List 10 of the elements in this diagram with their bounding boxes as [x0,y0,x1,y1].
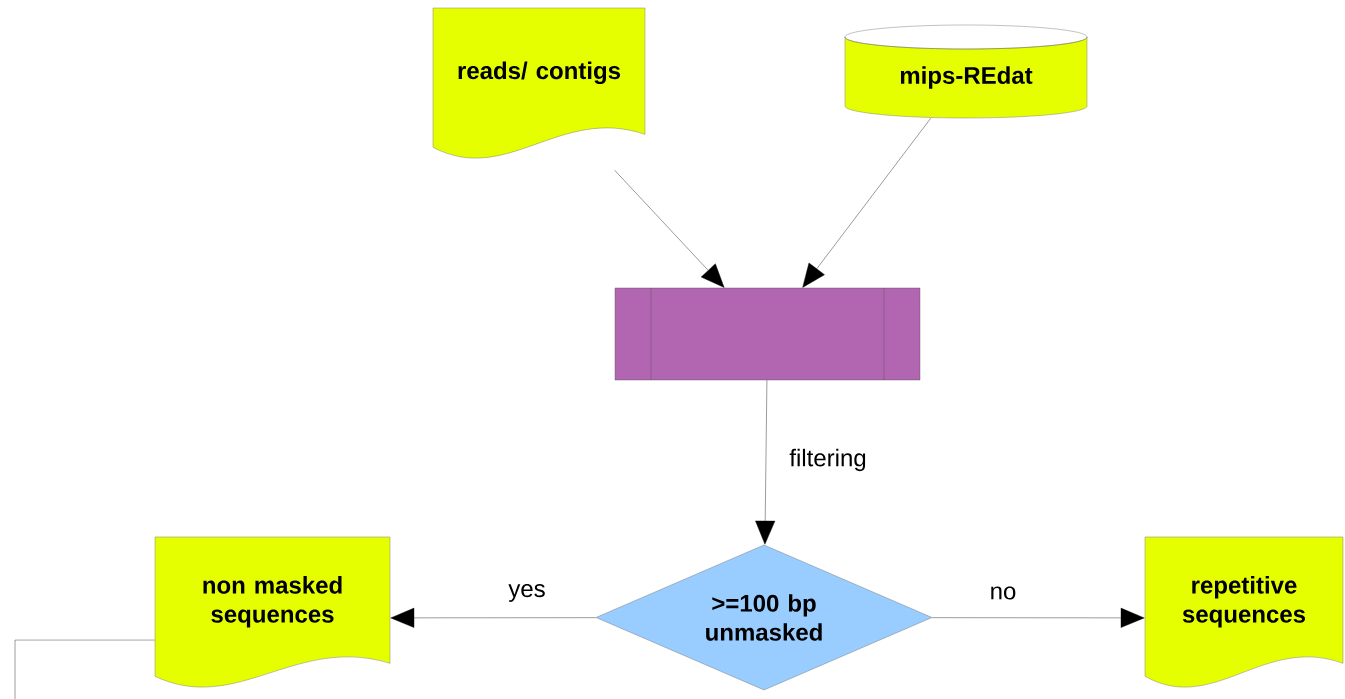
edge-label: filtering [787,446,869,474]
arrow [755,380,776,545]
database-cylinder: mips-REdat [844,24,1088,119]
process-box [614,287,921,381]
arrow [932,607,1145,628]
edge-label: yes [506,582,548,604]
edge-label: no [987,584,1019,602]
arrow [390,607,596,628]
arrow [614,170,725,288]
arrow [802,118,931,288]
